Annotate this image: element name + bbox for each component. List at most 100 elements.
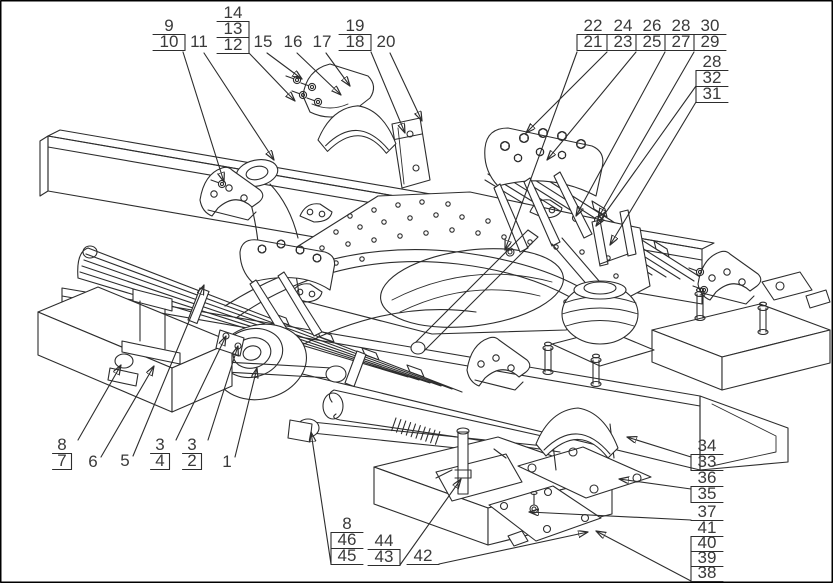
- callout-6: 6: [88, 366, 154, 471]
- callout-leader-line: [132, 285, 204, 457]
- callout-number: 29: [701, 32, 720, 51]
- callout-number: 42: [414, 546, 433, 565]
- callout-number: 40: [698, 533, 717, 552]
- trunnion-right: [484, 127, 637, 267]
- callout-leader-line: [529, 512, 692, 521]
- callout-5: 5: [120, 285, 204, 470]
- callout-leader-line: [207, 346, 238, 441]
- callout-number: 35: [698, 484, 717, 503]
- callout-17: 17: [313, 32, 350, 86]
- callout-leader-line: [627, 437, 692, 458]
- callout-number: 46: [338, 530, 357, 549]
- callout-42: 42: [406, 532, 588, 566]
- callout-20: 20: [377, 32, 422, 121]
- callout-number: 20: [377, 32, 396, 51]
- callout-number: 34: [698, 436, 717, 455]
- callout-leader-line: [203, 52, 274, 160]
- callout-leader-line: [505, 51, 578, 250]
- callout-number: 12: [224, 35, 243, 54]
- callout-number: 8: [342, 514, 351, 533]
- callout-number: 4: [155, 451, 164, 470]
- callout-leader-line: [399, 479, 461, 566]
- callout-leader-line: [248, 52, 295, 101]
- callout-leader-line: [389, 52, 422, 121]
- callout-leader-line: [526, 51, 608, 133]
- air-spring: [551, 280, 655, 367]
- callout-number: 32: [703, 68, 722, 87]
- callout-number: 24: [614, 16, 633, 35]
- callout-number: 7: [57, 451, 66, 470]
- callout-number: 44: [375, 531, 394, 550]
- callout-number: 33: [698, 452, 717, 471]
- callout-leader-line: [576, 51, 666, 216]
- callout-3-2: 32: [181, 346, 239, 471]
- center-plate: [289, 155, 651, 335]
- callout-leader-line: [234, 368, 257, 458]
- callout-number: 45: [338, 546, 357, 565]
- callout-number: 28: [703, 52, 722, 71]
- callout-1: 1: [222, 368, 257, 471]
- callout-number: 5: [120, 451, 129, 470]
- callout-leader-line: [266, 52, 302, 79]
- callout-number: 28: [672, 16, 691, 35]
- callout-number: 1: [222, 452, 231, 471]
- callout-number: 31: [703, 84, 722, 103]
- callout-number: 22: [584, 16, 603, 35]
- callout-leader-line: [547, 51, 637, 160]
- callout-number: 38: [698, 563, 717, 582]
- callout-number: 27: [672, 32, 691, 51]
- callout-leader-line: [370, 51, 405, 133]
- callout-number: 13: [224, 19, 243, 38]
- callout-number: 15: [254, 32, 273, 51]
- callout-leader-line: [77, 365, 121, 441]
- callout-number: 23: [614, 32, 633, 51]
- callout-number: 11: [190, 32, 208, 51]
- callout-number: 10: [160, 32, 179, 51]
- callout-37: 37: [529, 502, 724, 522]
- callout-leader-line: [175, 336, 226, 441]
- callout-number: 43: [375, 547, 394, 566]
- callout-leader-line: [438, 532, 588, 565]
- callout-number: 19: [346, 16, 365, 35]
- callout-11: 11: [190, 32, 274, 160]
- callout-number: 2: [187, 451, 196, 470]
- callout-number: 14: [224, 3, 243, 22]
- callout-number: 8: [57, 435, 66, 454]
- callout-number: 41: [698, 518, 717, 537]
- callout-number: 17: [313, 32, 332, 51]
- callout-leader-line: [596, 531, 692, 582]
- callout-number: 21: [584, 32, 603, 51]
- callout-16: 16: [284, 32, 341, 95]
- callout-number: 37: [698, 502, 717, 521]
- callout-leader-line: [311, 432, 332, 565]
- callout-leader-line: [598, 51, 695, 218]
- callout-number: 3: [187, 435, 196, 454]
- callout-number: 9: [164, 16, 173, 35]
- callout-number: 18: [346, 32, 365, 51]
- callout-leader-line: [182, 51, 224, 182]
- callout-number: 30: [701, 16, 720, 35]
- callout-number: 6: [88, 452, 97, 471]
- callout-9-10: 910: [152, 16, 224, 182]
- callout-number: 3: [155, 435, 164, 454]
- callout-number: 36: [698, 468, 717, 487]
- callout-number: 16: [284, 32, 303, 51]
- callout-number: 25: [643, 32, 662, 51]
- callout-leader-line: [100, 366, 154, 458]
- callout-8-7: 87: [51, 365, 122, 471]
- callout-number: 39: [698, 548, 717, 567]
